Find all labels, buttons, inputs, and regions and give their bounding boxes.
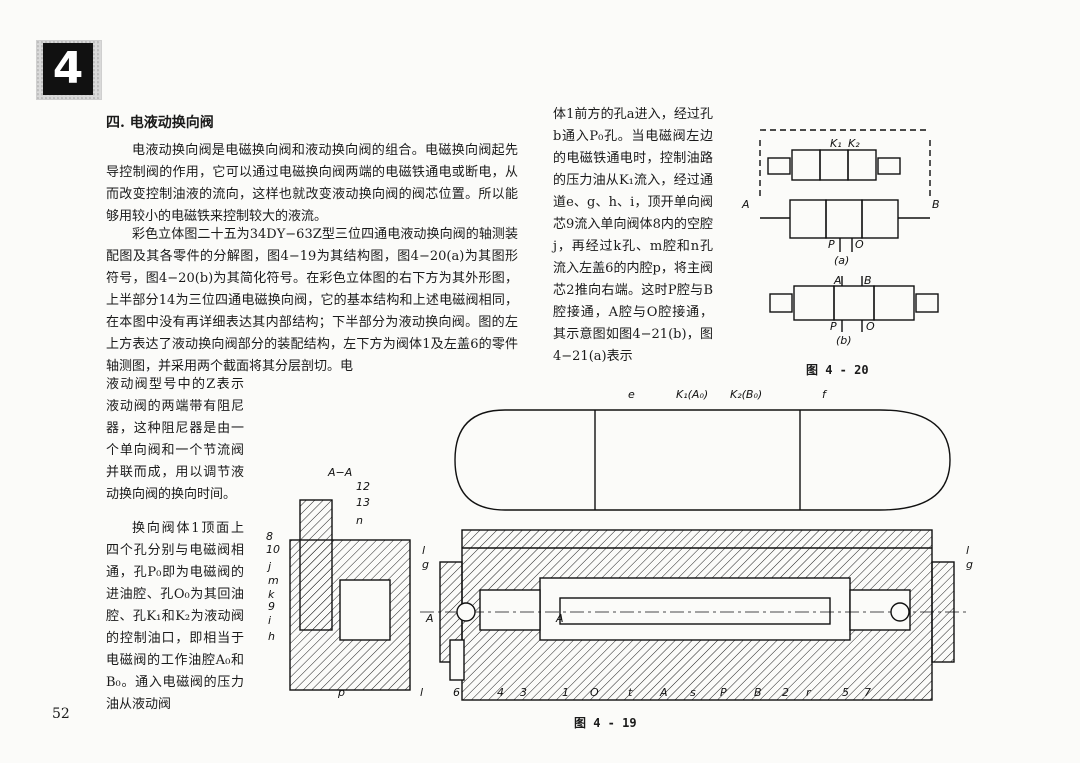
fig20-label-k1: K₁	[830, 137, 842, 150]
fig20-sublabel-a: (a)	[834, 254, 849, 267]
fig19-bottom-label: 7	[864, 686, 871, 699]
page-number: 52	[52, 706, 70, 722]
fig19-callout-l3: l	[420, 686, 423, 699]
fig19-callout-a-left: A	[425, 612, 434, 625]
fig19-bottom-label: t	[628, 686, 633, 699]
chapter-number-text: 4	[42, 43, 94, 95]
fig19-left-10: 10	[266, 543, 280, 556]
fig19-callout-p: p	[337, 686, 345, 699]
fig19-callout-g1: g	[422, 558, 429, 571]
fig20-label-o2: O	[866, 320, 875, 333]
fig19-bottom-label: s	[690, 686, 696, 699]
fig19-bottom-label: r	[806, 686, 812, 699]
fig19-left-j: j	[266, 560, 272, 573]
fig19-bottom-label: 2	[782, 686, 789, 699]
fig19-callout-g2: g	[966, 558, 973, 571]
fig19-bottom-labels: 6 4 3 1 O t A s P B 2 r 5 7	[453, 686, 871, 699]
fig19-callout-l1: l	[422, 544, 425, 557]
fig19-label-k1a0: K₁(A₀)	[676, 388, 708, 401]
paragraph-flow: 体1前方的孔a进入，经过孔b通入P₀孔。当电磁阀左边的电磁铁通电时，控制油路的压…	[553, 107, 713, 364]
paragraph-intro: 电液动换向阀是电磁换向阀和液动换向阀的组合。电磁换向阀起先导控制阀的作用，它可以…	[106, 143, 518, 224]
fig20-label-k2: K₂	[848, 137, 860, 150]
fig19-label-f: f	[822, 388, 828, 401]
fig19-bottom-label: B	[754, 686, 762, 699]
fig19-callout-13: 13	[356, 496, 370, 509]
fig19-left-9: 9	[268, 600, 275, 613]
paragraph-structure: 彩色立体图二十五为34DY−63Z型三位四通电液动换向阀的轴测装配图及其各零件的…	[106, 227, 518, 374]
figure-4-19-caption: 图 4 - 19	[574, 716, 637, 730]
paragraph-damper: 液动阀型号中的Z表示液动阀的两端带有阻尼器，这种阻尼器是由一个单向阀和一个节流阀…	[106, 377, 244, 502]
fig19-callout-l2: l	[966, 544, 969, 557]
fig19-bottom-label: 4	[497, 686, 504, 699]
fig19-callout-n: n	[356, 514, 363, 527]
fig20-label-b: B	[932, 198, 940, 211]
fig20-label-p2: P	[830, 320, 837, 333]
fig19-left-8: 8	[266, 530, 273, 543]
fig19-section-label: A−A	[327, 466, 352, 479]
fig19-bottom-label: P	[720, 686, 727, 699]
paragraph-ports: 换向阀体1顶面上四个孔分别与电磁阀相通，孔P₀即为电磁阀的进油腔、孔O₀为其回油…	[106, 521, 244, 712]
fig19-left-h: h	[268, 630, 275, 643]
fig19-left-k: k	[268, 588, 275, 601]
fig20-label-o: O	[855, 238, 864, 251]
fig19-label-k2b0: K₂(B₀)	[730, 388, 762, 401]
fig19-bottom-label: 1	[562, 686, 569, 699]
fig19-bottom-label: A	[659, 686, 668, 699]
fig19-left-m: m	[268, 574, 279, 587]
fig20-label-b2: B	[864, 274, 872, 287]
fig19-bottom-label: 3	[520, 686, 527, 699]
fig19-label-e: e	[628, 388, 635, 401]
fig19-left-i: i	[268, 614, 271, 627]
fig20-label-a2: A	[833, 274, 842, 287]
section-title: 四. 电液动换向阀	[106, 115, 214, 131]
chapter-number: 4	[36, 40, 100, 98]
figure-4-20-caption: 图 4 - 20	[806, 363, 869, 377]
fig19-bottom-label: O	[590, 686, 599, 699]
fig20-sublabel-b: (b)	[836, 334, 852, 347]
fig19-callout-a-mid: A	[555, 612, 564, 625]
fig19-callout-12: 12	[356, 480, 370, 493]
fig20-label-a: A	[741, 198, 750, 211]
fig19-bottom-label: 5	[842, 686, 849, 699]
fig20-label-p: P	[828, 238, 835, 251]
fig19-bottom-label: 6	[453, 686, 460, 699]
